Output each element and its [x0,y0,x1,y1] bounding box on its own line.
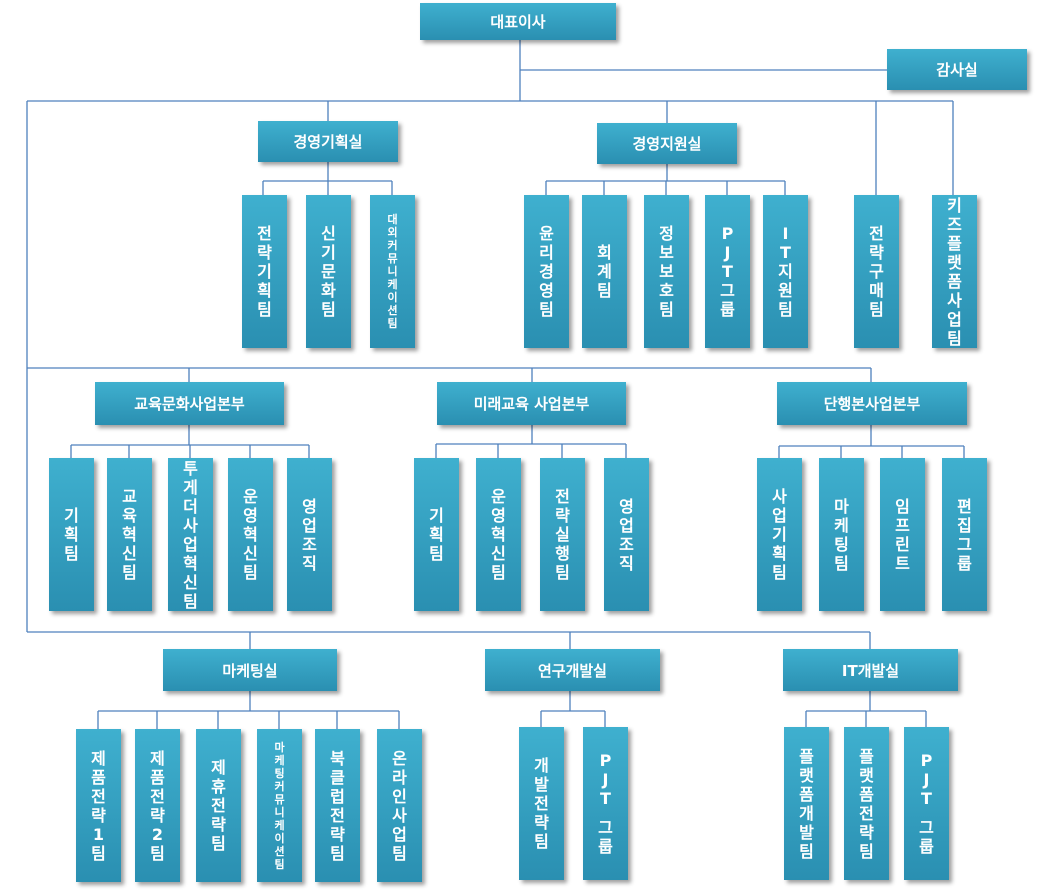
single-book-division-box: 단행본사업본부 [777,382,967,425]
ceo-box: 대표이사 [420,3,616,40]
edu-culture-division-box: 교육문화사업본부 [95,382,284,425]
support-office-box: 경영지원실 [597,123,737,164]
future-edu-division-box: 미래교육 사업본부 [437,382,626,425]
audit-box: 감사실 [887,49,1027,90]
it-dev-office-box: IT개발실 [783,649,958,691]
marketing-office-box: 마케팅실 [163,649,337,691]
planning-office-box: 경영기획실 [258,121,398,162]
rnd-office-box: 연구개발실 [485,649,660,691]
